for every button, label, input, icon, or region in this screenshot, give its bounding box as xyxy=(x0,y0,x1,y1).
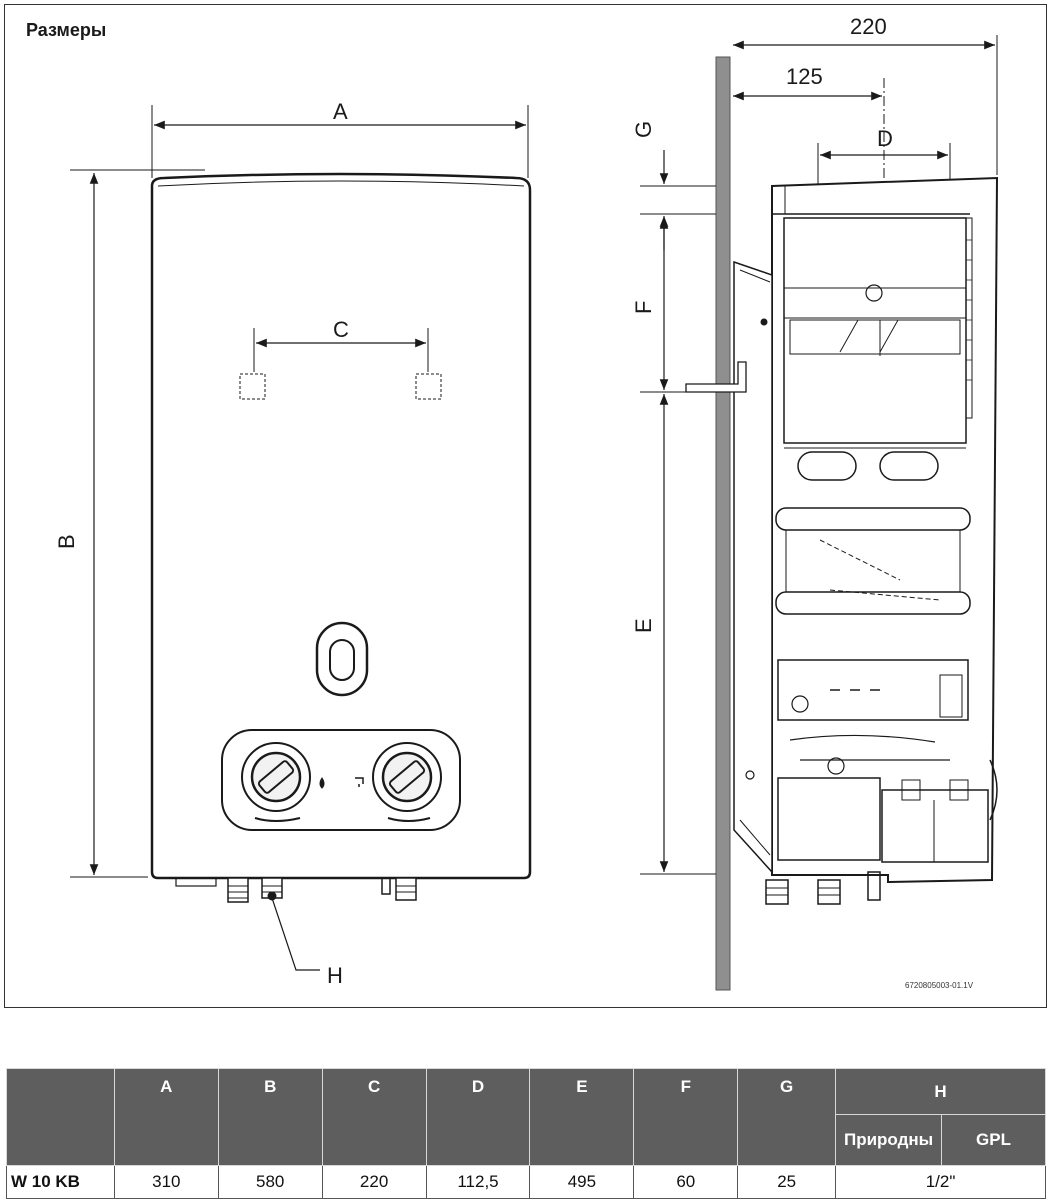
tap-icon xyxy=(355,777,364,787)
drawing-frame xyxy=(4,4,1047,1008)
header-h-natural-gas: Природны xyxy=(835,1114,943,1166)
header-h-gpl: GPL xyxy=(941,1114,1046,1166)
label-125: 125 xyxy=(786,64,823,89)
side-view xyxy=(640,35,999,991)
gas-valve xyxy=(777,777,881,861)
header-b: B xyxy=(217,1068,323,1166)
label-h: H xyxy=(327,963,343,988)
label-e: E xyxy=(631,618,656,633)
water-drop-icon xyxy=(319,777,325,789)
cell-b: 580 xyxy=(217,1165,323,1199)
label-g: G xyxy=(631,121,656,138)
mounting-hook xyxy=(685,361,747,393)
label-c: C xyxy=(333,317,349,342)
header-a: A xyxy=(113,1068,219,1166)
dimension-drawing: A B C H xyxy=(54,14,999,991)
drawing-reference: 6720805003-01.1V xyxy=(905,981,974,990)
coil xyxy=(775,507,971,531)
hot-water-connection xyxy=(381,877,391,895)
label-f: F xyxy=(631,301,656,314)
flame-window xyxy=(315,621,369,697)
section-title: Размеры xyxy=(26,20,107,40)
cell-h: 1/2" xyxy=(835,1165,1046,1199)
front-view xyxy=(70,105,532,971)
label-b: B xyxy=(54,534,79,549)
mounting-hole-right xyxy=(415,373,442,400)
header-model xyxy=(6,1068,115,1166)
control-panel xyxy=(221,729,461,831)
cell-g: 25 xyxy=(737,1165,837,1199)
burner-assembly xyxy=(777,659,969,721)
header-e: E xyxy=(529,1068,635,1166)
dimensions-table: A B C D E F G H Природны GPL W 10 KB 310… xyxy=(6,1068,1046,1199)
cell-a: 310 xyxy=(113,1165,219,1199)
cell-f: 60 xyxy=(633,1165,739,1199)
header-f: F xyxy=(633,1068,739,1166)
table-row: W 10 KB 310 580 220 112,5 495 60 25 1/2" xyxy=(6,1165,1046,1199)
mounting-hole-left xyxy=(239,373,266,400)
cell-c: 220 xyxy=(321,1165,427,1199)
power-knob-ring xyxy=(241,742,311,812)
cell-d: 112,5 xyxy=(425,1165,531,1199)
leader-h xyxy=(271,897,320,971)
cell-e: 495 xyxy=(529,1165,635,1199)
temperature-knob-ring xyxy=(372,742,442,812)
water-valve xyxy=(881,789,989,863)
cold-water-connection xyxy=(227,877,249,903)
side-cold-water-connection xyxy=(765,879,789,905)
power-knob xyxy=(250,751,302,803)
header-g: G xyxy=(737,1068,837,1166)
header-h: H xyxy=(835,1068,1046,1115)
temperature-knob xyxy=(381,751,433,803)
header-d: D xyxy=(425,1068,531,1166)
label-a: A xyxy=(333,99,348,124)
header-c: C xyxy=(321,1068,427,1166)
label-d: D xyxy=(877,126,893,151)
heater-casing xyxy=(150,172,532,880)
label-220: 220 xyxy=(850,14,887,39)
cell-model: W 10 KB xyxy=(6,1165,115,1199)
wall xyxy=(715,56,731,991)
